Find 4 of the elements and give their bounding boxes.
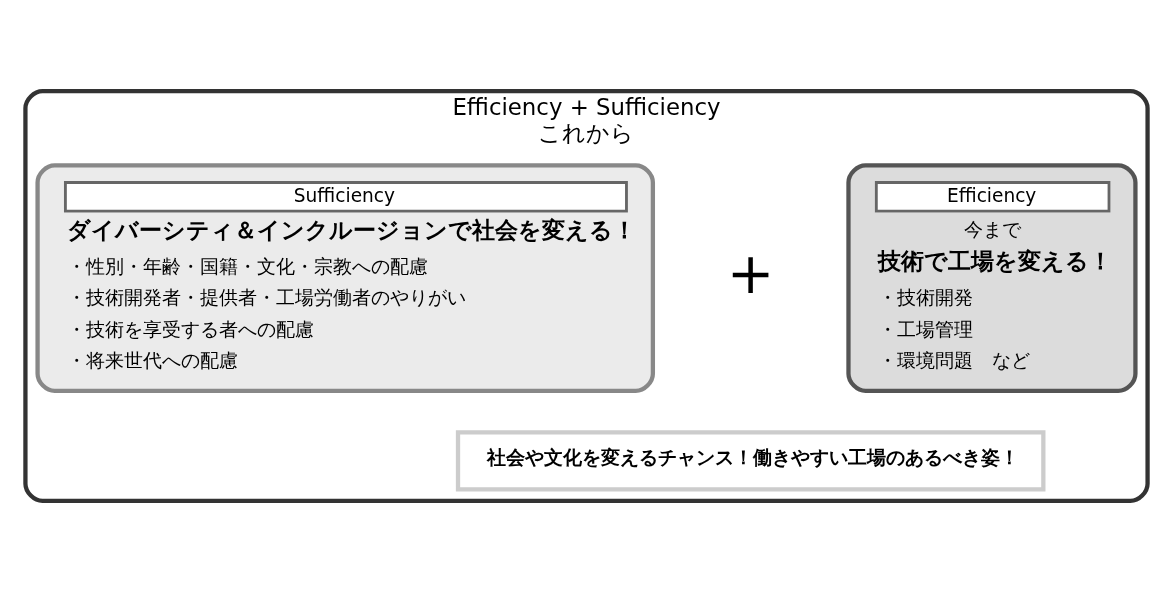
node-box: Efficiency 今まで 技術で工場を変える！ ・技術開発 ・工場管理 ・環境問題 など (846, 162, 1138, 393)
node-box: Sufficiency ダイバーシティ＆インクルージョンで社会を変える！ ・性別・年齢・国籍・文化・宗教への配慮 ・技術開発者・提供者・工場労働者のやりがい ・技術を享受する者への配慮 ・将来世代への配慮 (35, 162, 656, 393)
node-box: 社会や文化を変えるチャンス！働きやすい工場のあるべき姿！ (455, 429, 1046, 492)
label: ＋ (716, 230, 786, 311)
